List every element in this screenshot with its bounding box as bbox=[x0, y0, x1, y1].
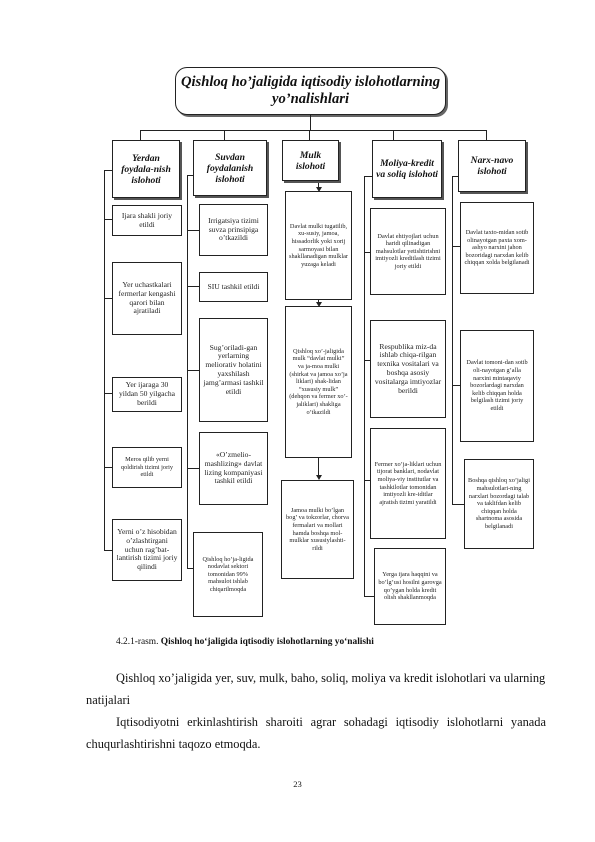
connector bbox=[224, 130, 226, 140]
property-item-3: Jamoa mulki bo’lgan bog’ va tokzorlar, c… bbox=[281, 480, 354, 579]
header-label: Mulk islohoti bbox=[295, 149, 326, 172]
finance-item-3: Fermer xo’ja-liklari uchun tijorat bankl… bbox=[370, 428, 446, 539]
diagram-title: Qishloq ho’jaligida iqtisodiy islohotlar… bbox=[175, 67, 446, 115]
connector bbox=[187, 175, 193, 177]
connector bbox=[364, 252, 372, 254]
connector bbox=[486, 130, 488, 140]
connector bbox=[393, 130, 395, 140]
property-item-1: Davlat mulki tugatilib, xu-susiy, jamoa,… bbox=[285, 191, 352, 300]
price-item-2: Davlat tomoni-dan sotib oli-nayotgan g’a… bbox=[460, 330, 534, 442]
connector bbox=[452, 385, 460, 387]
page-number: 23 bbox=[293, 779, 302, 789]
connector bbox=[104, 467, 112, 469]
arrow-down-icon bbox=[316, 187, 322, 192]
connector bbox=[452, 246, 460, 248]
water-item-2: SIU tashkil etildi bbox=[199, 272, 268, 302]
connector bbox=[452, 176, 460, 178]
land-item-5: Yerni o’z hisobidan o’zlashtirgani uchun… bbox=[112, 519, 182, 581]
connector bbox=[187, 230, 199, 232]
finance-item-4: Yerga ijara haqqini va bo’lg’usi hosilni… bbox=[374, 548, 446, 625]
land-item-4: Meros qilib yerni qoldirish tizimi joriy… bbox=[112, 447, 182, 488]
connector bbox=[104, 170, 106, 550]
connector bbox=[364, 596, 374, 598]
connector bbox=[187, 175, 189, 568]
diagram-title-line2: yo’nalishlari bbox=[271, 91, 350, 107]
header-label: Narx-navo islohoti bbox=[470, 155, 514, 177]
connector bbox=[104, 393, 112, 395]
land-item-1: Ijara shakli joriy etildi bbox=[112, 205, 182, 236]
land-item-2: Yer uchastkalari fermerlar kengashi qaro… bbox=[112, 262, 182, 335]
price-item-1: Davlat taxto-midan sotib olinayotgan pax… bbox=[460, 202, 534, 294]
caption-number: 4.2.1-rasm. bbox=[116, 637, 159, 647]
header-property-reform: Mulk islohoti bbox=[282, 140, 339, 181]
header-label: Suvdan foydalanish islohoti bbox=[206, 151, 254, 185]
connector bbox=[187, 568, 193, 570]
connector bbox=[309, 130, 311, 140]
connector bbox=[364, 176, 366, 596]
connector bbox=[310, 115, 312, 130]
connector bbox=[364, 176, 372, 178]
caption-text: Qishloq ho‘jaligida iqtisodiy islohotlar… bbox=[160, 637, 374, 647]
connector bbox=[452, 504, 464, 506]
property-item-2: Qishloq xo’-jaligida mulk “davlat mulki”… bbox=[285, 306, 352, 458]
water-item-5: Qishloq ho’ja-ligida nodavlat sektori to… bbox=[193, 532, 263, 617]
header-land-reform: Yerdan foydala-nish islohoti bbox=[112, 140, 180, 198]
header-price-reform: Narx-navo islohoti bbox=[458, 140, 526, 192]
connector bbox=[140, 130, 142, 140]
finance-item-1: Davlat ehtiyojlari uchun haridi qilinadi… bbox=[370, 208, 446, 295]
diagram-title-line1: Qishloq ho’jaligida iqtisodiy islohotlar… bbox=[180, 74, 441, 90]
connector bbox=[187, 286, 199, 288]
connector bbox=[104, 550, 112, 552]
connector bbox=[364, 360, 372, 362]
arrow-down-icon bbox=[316, 475, 322, 480]
header-label: Yerdan foydala-nish islohoti bbox=[121, 152, 171, 186]
connector bbox=[318, 181, 320, 189]
connector bbox=[104, 170, 112, 172]
connector bbox=[187, 370, 199, 372]
price-item-3: Boshqa qishloq xo’jaligi mahsulotlari-ni… bbox=[464, 459, 534, 549]
paragraph-1: Qishloq xo’jaligida yer, suv, mulk, baho… bbox=[86, 671, 546, 707]
header-finance-reform: Moliya-kredit va soliq islohoti bbox=[372, 140, 442, 198]
header-label: Moliya-kredit va soliq islohoti bbox=[376, 158, 438, 180]
connector bbox=[140, 130, 487, 132]
connector bbox=[318, 458, 320, 477]
header-water-reform: Suvdan foydalanish islohoti bbox=[193, 140, 267, 196]
water-item-3: Sug’oriladi-gan yerlarning meliorativ ho… bbox=[199, 318, 268, 422]
connector bbox=[452, 176, 454, 504]
connector bbox=[364, 480, 372, 482]
water-item-1: Irrigatsiya tizimi suvza prinsipiga o’tk… bbox=[199, 204, 268, 256]
finance-item-2: Respublika miz-da ishlab chiqa-rilgan te… bbox=[370, 320, 446, 418]
connector bbox=[104, 298, 112, 300]
water-item-4: «O’zmelio-mashlizing» davlat lizing komp… bbox=[199, 432, 268, 505]
paragraph-2: Iqtisodiyotni erkinlashtirish sharoiti a… bbox=[86, 715, 546, 751]
connector bbox=[187, 468, 199, 470]
land-item-3: Yer ijaraga 30 yildan 50 yilgacha berild… bbox=[112, 377, 182, 412]
figure-caption: 4.2.1-rasm. Qishloq ho‘jaligida iqtisodi… bbox=[116, 637, 516, 647]
arrow-down-icon bbox=[316, 302, 322, 307]
connector bbox=[104, 219, 112, 221]
